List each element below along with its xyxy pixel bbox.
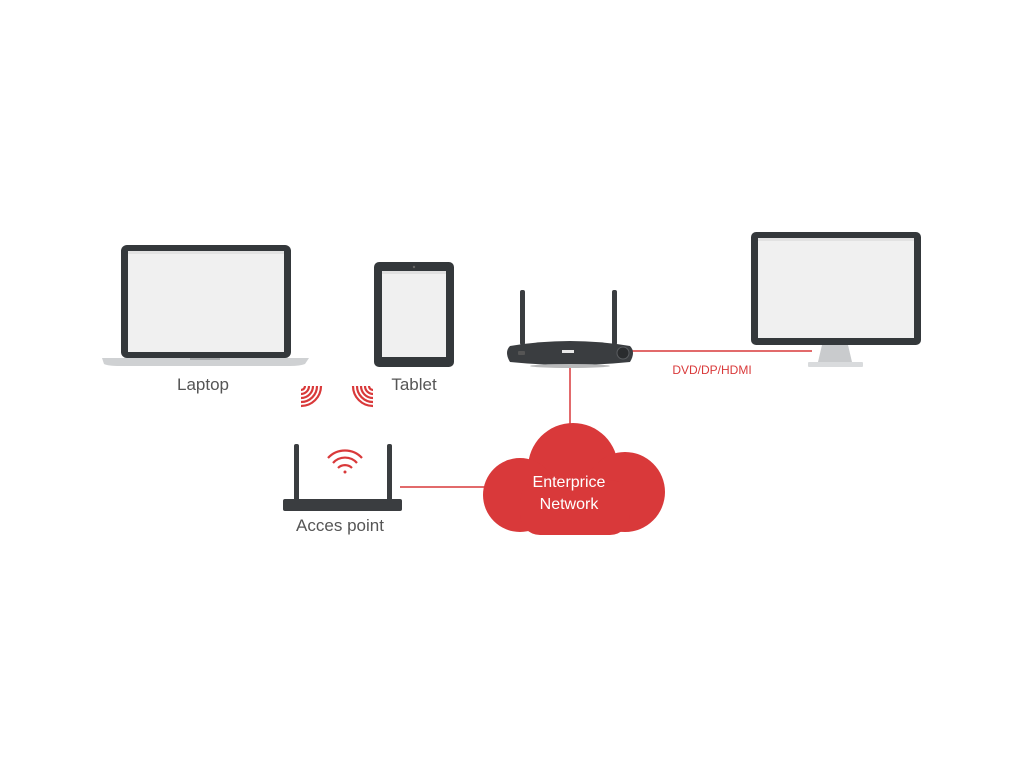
tablet-icon <box>374 262 454 367</box>
enterprise-network-cloud-icon <box>483 423 665 535</box>
laptop-icon <box>102 245 309 366</box>
wifi-signal-icon <box>327 449 363 474</box>
cloud-label-line1: Enterprice <box>533 474 606 491</box>
tablet-label: Tablet <box>391 375 437 394</box>
video-link-label: DVD/DP/HDMI <box>672 363 751 377</box>
access-point-label: Acces point <box>296 516 384 535</box>
wifi-signal-icon <box>300 385 323 408</box>
wifi-signal-icon <box>351 385 374 408</box>
laptop-label: Laptop <box>177 375 229 394</box>
access-point-icon <box>283 444 402 511</box>
cloud-label-line2: Network <box>540 496 600 513</box>
monitor-icon <box>751 232 921 367</box>
wireless-receiver-icon <box>507 290 633 368</box>
